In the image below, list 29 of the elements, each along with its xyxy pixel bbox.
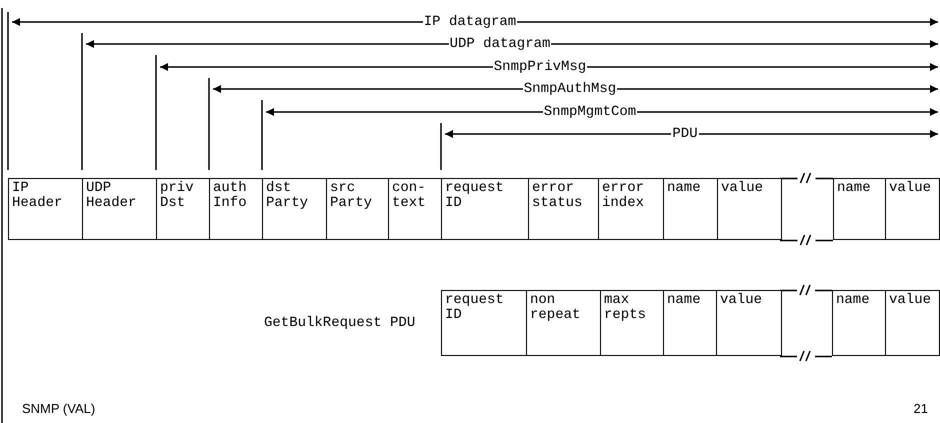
footer-text: SNMP (VAL) <box>22 402 96 414</box>
field-cell: priv Dst <box>156 178 210 240</box>
field-cell: max repts <box>600 290 664 356</box>
span-label: SnmpPrivMsg <box>492 60 588 74</box>
span-label: SnmpMgmtCom <box>542 105 638 119</box>
field-cell: request ID <box>441 290 528 356</box>
field-cell: auth Info <box>209 178 264 240</box>
field-cell: IP Header <box>8 178 84 240</box>
field-cell: value <box>885 178 940 240</box>
page-number: 21 <box>914 402 928 414</box>
field-cell: name <box>663 290 718 356</box>
field-cell: name <box>663 178 718 240</box>
field-cell: error index <box>598 178 664 240</box>
field-cell: con- text <box>388 178 442 240</box>
field-cell: value <box>717 178 782 240</box>
pdu-name: GetBulkRequest PDU <box>263 316 416 330</box>
field-cell: value <box>885 290 940 356</box>
field-cell: name <box>833 178 886 240</box>
field-cell: value <box>716 290 782 356</box>
field-cell: UDP Header <box>82 178 158 240</box>
span-label: IP datagram <box>422 15 518 29</box>
field-cell: error status <box>528 178 600 240</box>
field-cell: non repeat <box>526 290 602 356</box>
field-cell: name <box>832 290 886 356</box>
field-cell: dst Party <box>262 178 328 240</box>
span-label: SnmpAuthMsg <box>522 82 618 96</box>
span-label: UDP datagram <box>448 37 552 51</box>
field-cell: src Party <box>326 178 390 240</box>
field-cell: request ID <box>441 178 530 240</box>
